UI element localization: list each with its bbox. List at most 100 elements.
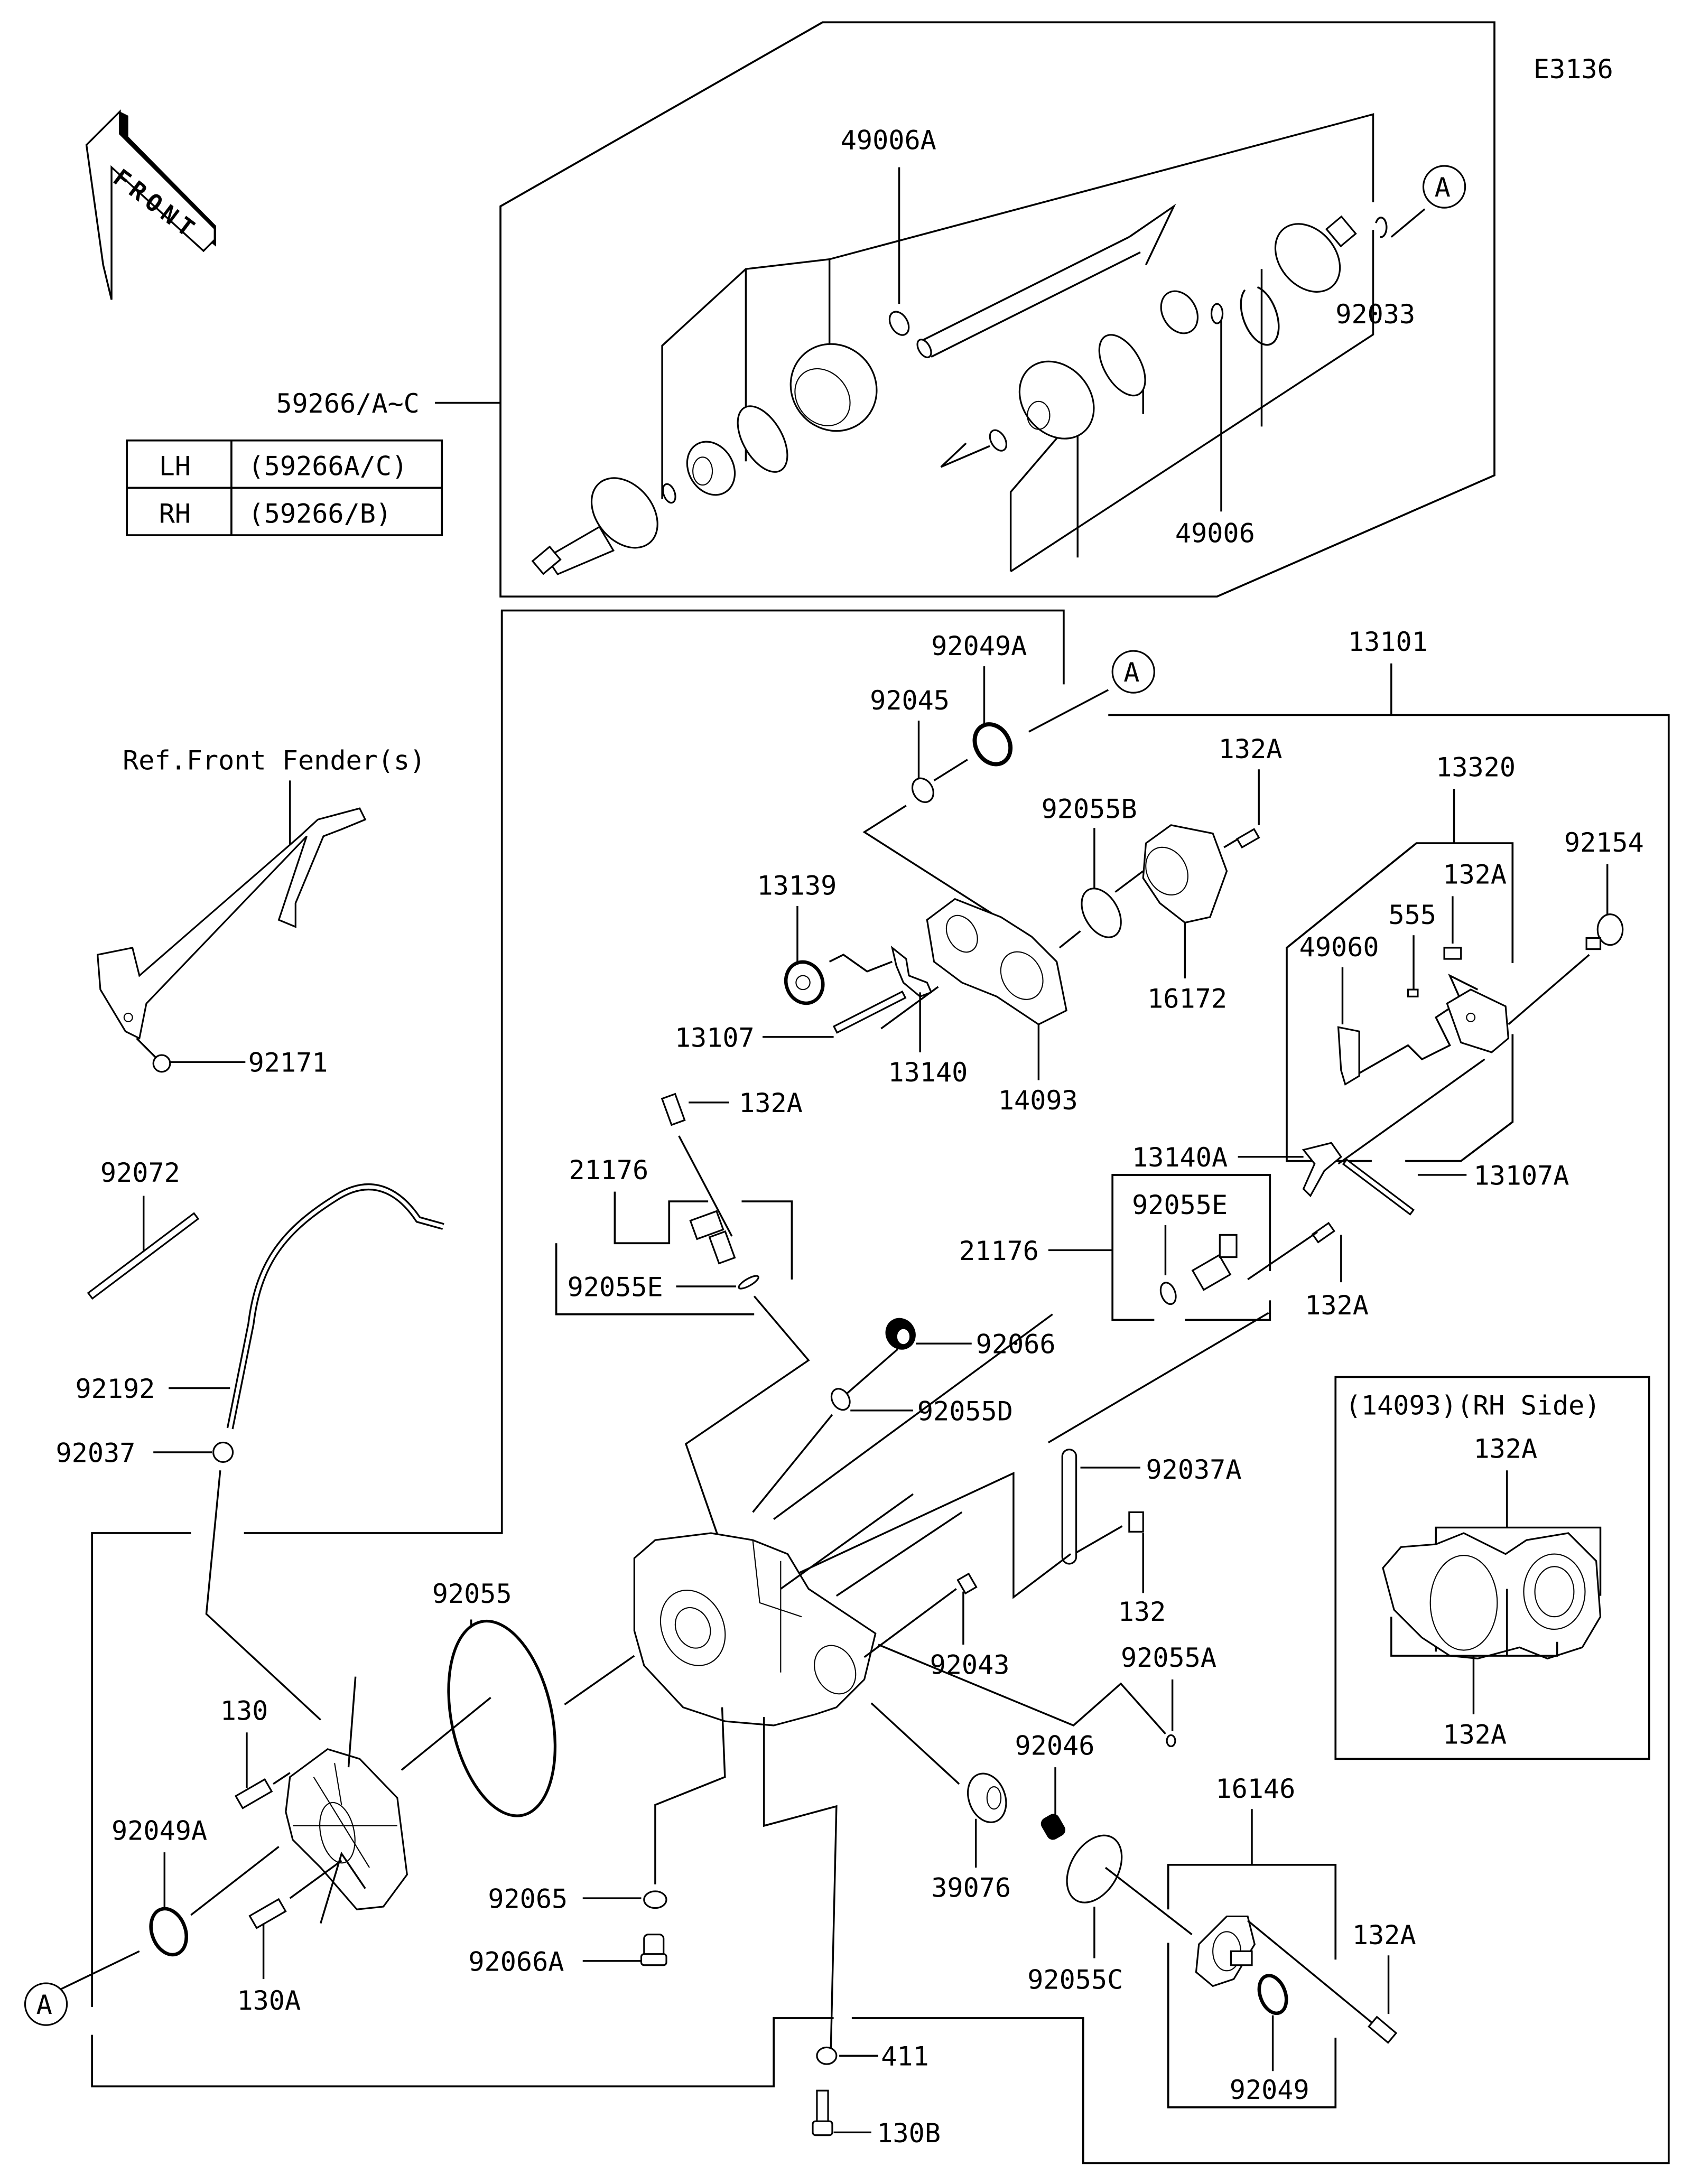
part-label-92066[interactable]: 92066 [976, 1329, 1056, 1360]
o-ring-92055c [1066, 1834, 1123, 1903]
variant-side: LH [159, 451, 191, 482]
part-label-92049[interactable]: 92049 [1230, 2074, 1309, 2105]
part-label-92055d[interactable]: 92055D [917, 1395, 1013, 1426]
ref-marker-a-case: A [1111, 650, 1155, 694]
part-label-92065[interactable]: 92065 [488, 1883, 568, 1915]
clamp-92037a [1061, 1449, 1077, 1565]
variant-table: LH (59266A/C) RH (59266/B) [126, 439, 443, 536]
group-21176-left-frame [614, 1191, 709, 1245]
part-label-92055b[interactable]: 92055B [1042, 794, 1137, 825]
part-label-13139[interactable]: 13139 [757, 870, 837, 901]
cable-tie-92072 [87, 1212, 200, 1300]
part-label-132a-b[interactable]: 132A [1443, 859, 1507, 890]
part-label-49006[interactable]: 49006 [1175, 517, 1255, 548]
part-label-132[interactable]: 132 [1118, 1596, 1166, 1627]
part-label-21176-left[interactable]: 21176 [569, 1154, 648, 1186]
part-label-130[interactable]: 130 [220, 1695, 268, 1726]
speed-sensor-21176-left [689, 1210, 736, 1265]
circlip-92033 [1375, 217, 1388, 238]
actuator-16172 [1142, 824, 1228, 924]
rh-side-inset [1334, 1376, 1650, 1760]
part-label-13320[interactable]: 13320 [1436, 751, 1516, 782]
part-label-92154[interactable]: 92154 [1564, 827, 1644, 858]
group-13320-frame [1286, 842, 1514, 1162]
part-label-92037[interactable]: 92037 [56, 1437, 136, 1468]
part-label-130b[interactable]: 130B [877, 2117, 941, 2149]
o-ring-92055e-left [738, 1275, 759, 1290]
part-label-21176-right[interactable]: 21176 [959, 1235, 1039, 1266]
variant-side: RH [159, 498, 191, 529]
part-label-92171[interactable]: 92171 [248, 1047, 328, 1078]
part-label-411[interactable]: 411 [881, 2041, 929, 2072]
shift-rod-13107a [1342, 1158, 1415, 1216]
part-label-92055e-right[interactable]: 92055E [1132, 1189, 1228, 1220]
bolt-132a-b [1443, 947, 1462, 960]
bolt-130a [248, 1898, 287, 1929]
part-label-92033[interactable]: 92033 [1335, 298, 1415, 330]
part-label-92072[interactable]: 92072 [100, 1157, 180, 1188]
part-label-132a-c[interactable]: 132A [739, 1087, 803, 1118]
part-label-92045[interactable]: 92045 [870, 685, 950, 716]
part-label-92055[interactable]: 92055 [432, 1578, 512, 1609]
case-group-label: 13101 [1348, 626, 1428, 657]
part-label-132a-a[interactable]: 132A [1219, 733, 1283, 764]
part-label-132a-inset-top[interactable]: 132A [1473, 1433, 1537, 1464]
part-label-132a-d[interactable]: 132A [1305, 1290, 1369, 1321]
boot-clamp [989, 429, 1008, 452]
cv-bearing-outer [686, 441, 736, 496]
circlip-49006 [1210, 303, 1224, 324]
drive-shaft-assembly-label: 59266/A~C [276, 388, 420, 419]
breather-hose-92192 [226, 1183, 444, 1430]
diagram-id: E3136 [1534, 53, 1613, 85]
cv-bearing-inner [1160, 290, 1199, 334]
washer-411 [816, 2046, 838, 2065]
part-label-14093[interactable]: 14093 [998, 1085, 1078, 1116]
hose-clamp-92037 [212, 1441, 234, 1463]
part-label-49006a[interactable]: 49006A [841, 124, 936, 155]
oil-seal-92049a [972, 722, 1013, 767]
part-label-130a[interactable]: 130A [237, 1985, 301, 2016]
part-label-555[interactable]: 555 [1389, 899, 1437, 930]
part-label-16172[interactable]: 16172 [1147, 983, 1227, 1014]
part-label-39076[interactable]: 39076 [931, 1872, 1011, 1903]
part-label-13140a[interactable]: 13140A [1132, 1142, 1228, 1173]
bolt-130b [812, 2089, 833, 2136]
plug-92066 [885, 1318, 916, 1350]
part-label-92037a[interactable]: 92037A [1146, 1454, 1242, 1485]
part-label-92192[interactable]: 92192 [75, 1373, 155, 1404]
pinion-housing-16146 [1195, 1915, 1256, 1987]
shift-drum-cam [1446, 988, 1510, 1053]
part-label-92049a-top[interactable]: 92049A [931, 630, 1027, 661]
bolt-132a [1235, 828, 1260, 849]
part-label-92055a[interactable]: 92055A [1121, 1642, 1216, 1673]
part-label-49060[interactable]: 49060 [1299, 931, 1379, 963]
part-label-16146[interactable]: 16146 [1215, 1773, 1295, 1804]
part-label-92055e-left[interactable]: 92055E [568, 1271, 663, 1302]
part-label-92046[interactable]: 92046 [1015, 1730, 1095, 1761]
bolt-132 [1128, 1511, 1144, 1533]
boot-band-inner [1098, 334, 1146, 397]
front-arrow-icon: FRONT [85, 109, 216, 300]
part-label-132a-e[interactable]: 132A [1352, 1919, 1416, 1950]
variant-part: (59266A/C) [248, 451, 408, 482]
part-label-92043[interactable]: 92043 [930, 1649, 1010, 1680]
part-label-132a-inset-bottom[interactable]: 132A [1443, 1719, 1507, 1750]
part-label-13107a[interactable]: 13107A [1473, 1160, 1569, 1191]
part-label-92055c[interactable]: 92055C [1027, 1964, 1123, 1995]
svg-text:A: A [1123, 657, 1139, 688]
svg-text:A: A [1435, 172, 1451, 203]
bolt-92171 [152, 1054, 171, 1073]
part-label-92066a[interactable]: 92066A [468, 1946, 564, 1977]
part-label-13140[interactable]: 13140 [888, 1057, 968, 1088]
part-label-13107[interactable]: 13107 [675, 1022, 755, 1053]
outer-boot [789, 343, 878, 432]
o-ring-92055e-right [1159, 1282, 1177, 1305]
oil-seal-92045 [911, 777, 934, 803]
outer-cv-joint [531, 477, 658, 575]
part-label-92049a-bottom[interactable]: 92049A [112, 1815, 207, 1846]
case-group-frame [851, 714, 1670, 2164]
bolt-132a-e [1368, 2015, 1398, 2044]
snap-ring [1240, 286, 1280, 346]
bearing-housing-14093-rh [1382, 1532, 1602, 1660]
